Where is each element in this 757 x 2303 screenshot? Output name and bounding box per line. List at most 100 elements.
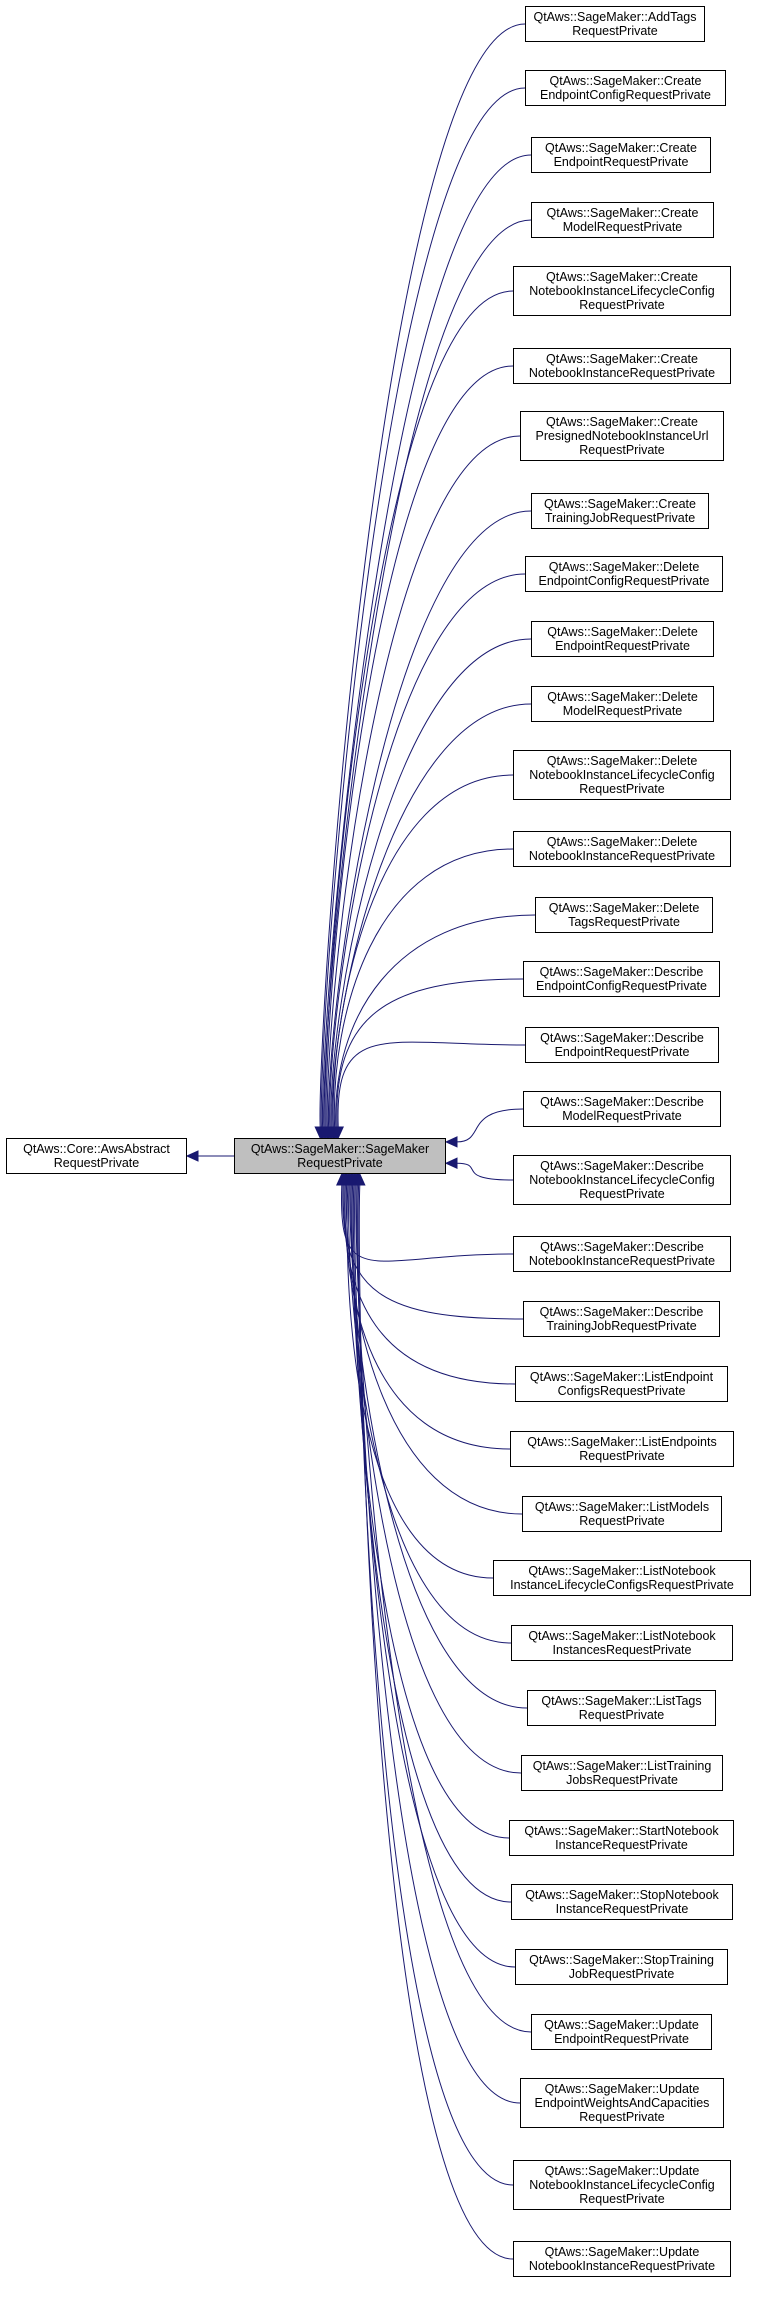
inherit-arrow (354, 1172, 366, 1186)
inherit-edge (327, 510, 532, 1128)
subclass-node-label-line: JobRequestPrivate (568, 1967, 675, 1981)
subclass-node-label-line: QtAws::SageMaker::Update (544, 2245, 700, 2259)
inherit-edge (336, 978, 524, 1128)
inherit-edge (337, 1041, 526, 1128)
subclass-node-label-line: QtAws::SageMaker::ListEndpoints (527, 1435, 717, 1449)
subclass-node-label-line: QtAws::SageMaker::Delete (547, 690, 698, 704)
subclass-node-label-line: NotebookInstanceRequestPrivate (528, 1254, 716, 1268)
subclass-node-label-line: QtAws::SageMaker::AddTags (533, 10, 697, 24)
inherit-edge (354, 1184, 516, 1968)
subclass-node-label-line: RequestPrivate (579, 1449, 665, 1463)
base-class-node-label-line: QtAws::Core::AwsAbstract (23, 1142, 170, 1156)
subclass-node-label-line: QtAws::SageMaker::Update (544, 2164, 700, 2178)
subclass-node-label-line: EndpointRequestPrivate (555, 639, 690, 653)
subclass-node-label-line: RequestPrivate (578, 1708, 665, 1722)
subclass-node-label-line: EndpointRequestPrivate (554, 2032, 689, 2046)
subclass-node-label-line: JobsRequestPrivate (566, 1773, 678, 1787)
inherit-edge (332, 774, 514, 1128)
inherit-arrow (444, 1157, 458, 1169)
subclass-node-label-line: InstanceRequestPrivate (555, 1838, 688, 1852)
subclass-node-label-line: RequestPrivate (579, 2192, 665, 2206)
subclass-node-label-line: NotebookInstanceLifecycleConfig (529, 284, 715, 298)
subclass-node-label-line: QtAws::SageMaker::Create (549, 74, 702, 88)
subclass-node-label-line: EndpointConfigRequestPrivate (536, 979, 707, 993)
inherit-edge (326, 435, 521, 1128)
subclass-node-label-line: NotebookInstanceRequestPrivate (528, 2259, 716, 2273)
inherit-edge (333, 848, 514, 1128)
subclass-node-label-line: InstanceLifecycleConfigsRequestPrivate (510, 1578, 734, 1592)
subclass-node-label-line: RequestPrivate (579, 1514, 665, 1528)
inherit-edge (352, 1184, 512, 1903)
subclass-node-label-line: ModelRequestPrivate (562, 704, 683, 718)
inherit-edge (344, 1184, 511, 1450)
subclass-node-label-line: QtAws::SageMaker::Create (546, 415, 698, 429)
base-class-node-label-line: RequestPrivate (53, 1156, 140, 1170)
subclass-node-label-line: InstancesRequestPrivate (552, 1643, 692, 1657)
subclass-node-label-line: QtAws::SageMaker::Delete (547, 625, 698, 639)
inherit-edge (319, 23, 526, 1128)
subclass-node-label-line: QtAws::SageMaker::ListEndpoint (529, 1370, 714, 1384)
subclass-node-label-line: NotebookInstanceRequestPrivate (528, 849, 716, 863)
inherit-edge (349, 1184, 528, 1709)
inherit-edge (330, 638, 532, 1128)
subclass-node-label-line: RequestPrivate (579, 298, 665, 312)
inherit-edge (331, 703, 532, 1128)
subclass-node-label-line: QtAws::SageMaker::StopTraining (529, 1953, 714, 1967)
inherit-edge (324, 290, 514, 1128)
inherit-edge (351, 1184, 510, 1839)
subclass-node-label-line: RequestPrivate (579, 1187, 665, 1201)
inherit-edge (346, 1184, 494, 1579)
subclass-node-label-line: QtAws::SageMaker::ListNotebook (528, 1629, 716, 1643)
subclass-node-label-line: QtAws::SageMaker::Describe (539, 1305, 704, 1319)
inherit-edge (342, 1184, 524, 1320)
subclass-node-label-line: ModelRequestPrivate (562, 220, 683, 234)
inherit-arrow (444, 1136, 458, 1148)
inherit-edge (335, 914, 536, 1128)
current-class-node-label-line: QtAws::SageMaker::SageMaker (250, 1142, 430, 1156)
subclass-node-label-line: QtAws::SageMaker::ListModels (534, 1500, 710, 1514)
subclass-node-label-line: RequestPrivate (579, 2110, 665, 2124)
subclass-node-label-line: NotebookInstanceLifecycleConfig (529, 768, 715, 782)
subclass-node-label-line: TrainingJobRequestPrivate (546, 1319, 697, 1333)
subclass-node-label-line: EndpointConfigRequestPrivate (540, 88, 711, 102)
subclass-node-label-line: TrainingJobRequestPrivate (544, 511, 696, 525)
subclass-node-label-line: QtAws::SageMaker::Delete (548, 901, 700, 915)
